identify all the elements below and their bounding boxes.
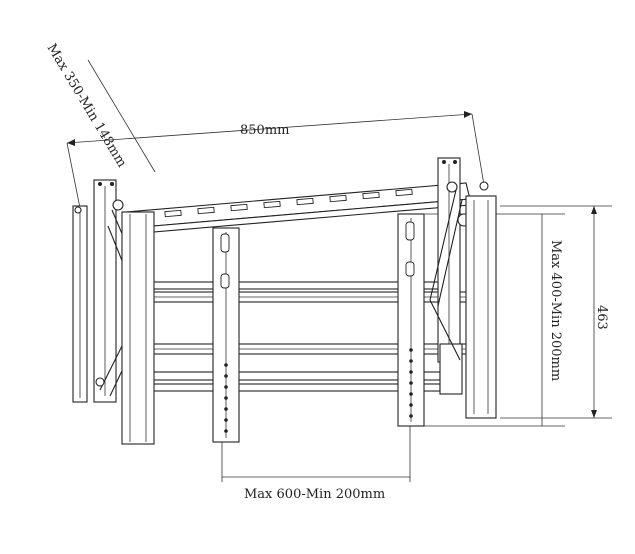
dimension-depth-label: Max 350-Min 148mm [44, 41, 130, 170]
dimension-vertical-span-label: Max 400-Min 200mm [548, 240, 563, 381]
dimension-horizontal-span-label: Max 600-Min 200mm [244, 487, 385, 502]
top-wall-rail [125, 182, 471, 235]
right-tv-bracket [397, 213, 425, 427]
dimension-463-label: 463 [594, 305, 609, 330]
right-wall-plate [437, 157, 463, 395]
dimension-horizontal-span-line [221, 425, 411, 482]
left-wall-plate [72, 179, 117, 403]
dimension-463-line [500, 205, 612, 419]
left-tv-bracket [212, 227, 240, 443]
lower-horizontal-rail [131, 343, 491, 392]
dimension-850-label: 850mm [240, 123, 289, 138]
right-vertical-column [465, 181, 497, 419]
left-vertical-column [121, 211, 155, 445]
dimension-depth-line [87, 59, 156, 173]
upper-horizontal-rail [131, 281, 491, 303]
